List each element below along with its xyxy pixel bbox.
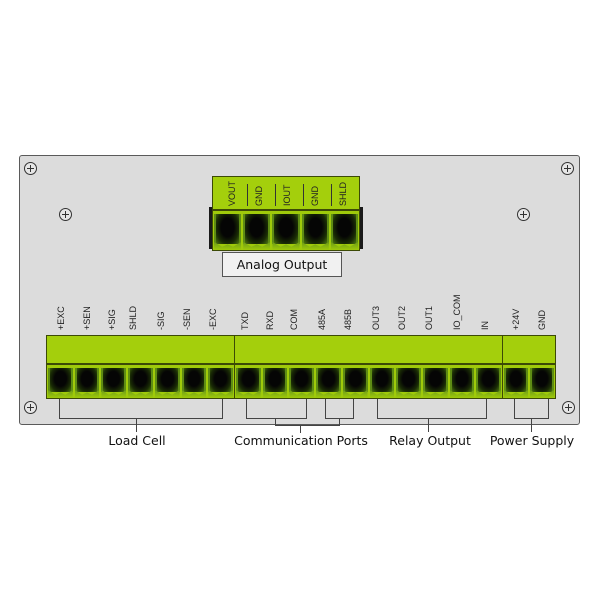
comm-stem-main <box>300 425 301 433</box>
communication-ports-label: Communication Ports <box>234 433 368 448</box>
socket[interactable] <box>101 368 127 392</box>
comm-relay-sockets <box>234 364 503 399</box>
comm-stem-a <box>275 419 276 425</box>
power-supply-label: Power Supply <box>489 433 575 448</box>
socket[interactable] <box>289 368 315 392</box>
analog-connector-side-right <box>357 207 363 249</box>
pin-label-24v: +24V <box>511 308 521 330</box>
pin-label-485b: 485B <box>343 308 353 330</box>
pin-label-minus-sen: -SEN <box>182 308 192 330</box>
relay-output-label: Relay Output <box>389 433 471 448</box>
pin-label-vout: VOUT <box>227 180 237 206</box>
pin-label-plus-exc: +EXC <box>56 306 66 330</box>
socket[interactable] <box>272 214 300 244</box>
relay-bracket <box>377 399 487 419</box>
socket[interactable] <box>504 368 528 392</box>
socket[interactable] <box>449 368 475 392</box>
pin-label-minus-sig: -SIG <box>156 311 166 330</box>
screw-icon <box>562 401 575 414</box>
analog-connector-header <box>212 176 360 210</box>
socket[interactable] <box>208 368 234 392</box>
power-supply-connector <box>502 335 556 399</box>
load-cell-connector <box>46 335 235 399</box>
socket[interactable] <box>214 214 242 244</box>
pin-label-out3: OUT3 <box>371 305 381 330</box>
pin-divider <box>331 184 332 206</box>
pin-label-gnd: GND <box>254 186 264 206</box>
socket[interactable] <box>342 368 368 392</box>
power-sockets <box>502 364 556 399</box>
socket[interactable] <box>262 368 288 392</box>
comm-stem-b <box>339 419 340 425</box>
pin-label-minus-exc: -EXC <box>208 308 218 330</box>
comm-bracket-a <box>246 399 307 419</box>
socket[interactable] <box>476 368 502 392</box>
pin-label-iout: IOUT <box>282 184 292 207</box>
power-header <box>502 335 556 364</box>
power-bracket <box>514 399 549 419</box>
socket[interactable] <box>330 214 359 244</box>
pin-label-gnd: GND <box>310 186 320 206</box>
socket[interactable] <box>154 368 180 392</box>
analog-output-label: Analog Output <box>222 252 342 277</box>
socket[interactable] <box>301 214 329 244</box>
pin-label-shld: SHLD <box>338 181 348 206</box>
pin-divider <box>247 184 248 206</box>
socket[interactable] <box>530 368 554 392</box>
socket[interactable] <box>236 368 261 392</box>
socket[interactable] <box>243 214 271 244</box>
comm-relay-header <box>234 335 503 364</box>
screw-icon <box>59 208 72 221</box>
pin-divider <box>303 184 304 206</box>
load-cell-bracket <box>59 399 223 419</box>
analog-output-connector <box>212 176 360 251</box>
pin-label-plus-sig: +SIG <box>107 309 117 330</box>
screw-icon <box>24 401 37 414</box>
load-cell-stem <box>136 419 137 432</box>
screw-icon <box>517 208 530 221</box>
socket[interactable] <box>316 368 341 392</box>
pin-divider <box>275 184 276 206</box>
pin-label-txd: TXD <box>240 312 250 330</box>
load-cell-header <box>46 335 235 364</box>
comm-bracket-b <box>325 399 354 419</box>
analog-connector-sockets <box>212 210 360 251</box>
pin-label-gnd: GND <box>537 310 547 330</box>
socket[interactable] <box>369 368 395 392</box>
pin-label-out1: OUT1 <box>424 305 434 330</box>
pin-label-com: COM <box>289 309 299 330</box>
load-cell-sockets <box>46 364 235 399</box>
socket[interactable] <box>396 368 421 392</box>
pin-label-shld: SHLD <box>128 305 138 330</box>
socket[interactable] <box>128 368 153 392</box>
socket[interactable] <box>422 368 448 392</box>
pin-label-out2: OUT2 <box>397 305 407 330</box>
screw-icon <box>24 162 37 175</box>
relay-stem <box>428 419 429 432</box>
pin-label-in: IN <box>480 321 490 330</box>
socket[interactable] <box>48 368 73 392</box>
power-stem <box>531 419 532 432</box>
pin-label-485a: 485A <box>317 308 327 330</box>
pin-label-io-com: IO_COM <box>452 294 462 330</box>
comm-relay-connector <box>234 335 503 399</box>
screw-icon <box>561 162 574 175</box>
socket[interactable] <box>181 368 207 392</box>
socket[interactable] <box>74 368 100 392</box>
load-cell-label: Load Cell <box>108 433 166 448</box>
comm-join-line <box>275 425 340 426</box>
pin-label-plus-sen: +SEN <box>82 306 92 330</box>
pin-label-rxd: RXD <box>265 310 275 330</box>
